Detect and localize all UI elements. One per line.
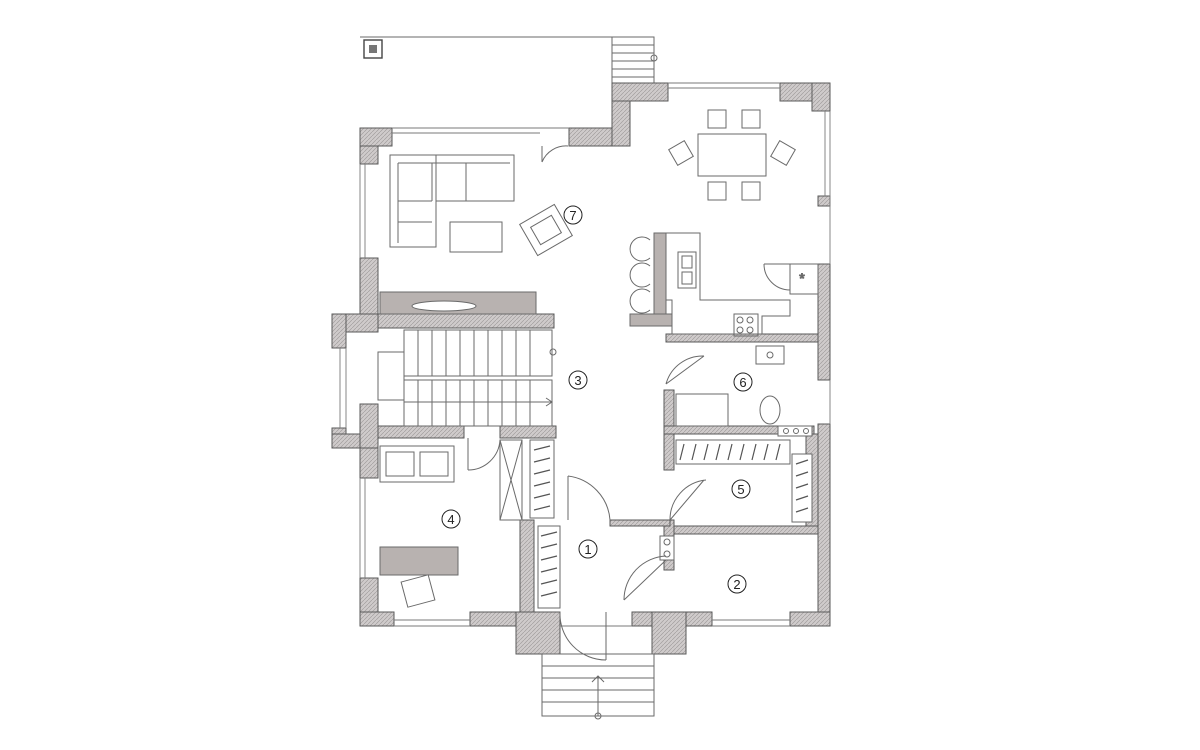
staircase (377, 329, 557, 427)
room-labels: 1 2 3 4 5 6 7 (441, 205, 753, 594)
room-label-5: 5 (731, 479, 751, 499)
shelf-unit (379, 291, 537, 315)
room-number-1: 1 (584, 542, 591, 557)
sofa (389, 154, 515, 253)
room-label-3: 3 (568, 370, 588, 390)
terrace (360, 36, 626, 129)
room-label-2: 2 (727, 574, 747, 594)
dining-set (668, 109, 796, 201)
window-lines (339, 82, 831, 627)
entrance-steps (541, 653, 655, 720)
room-number-2: 2 (733, 577, 740, 592)
armchair (518, 203, 574, 257)
room-number-7: 7 (569, 208, 576, 223)
bar-stools (629, 236, 651, 314)
terrace-steps (611, 36, 658, 84)
room-number-6: 6 (739, 375, 746, 390)
bathroom-fixtures (659, 345, 813, 561)
room-label-6: 6 (733, 372, 753, 392)
room-number-3: 3 (574, 373, 581, 388)
room-number-4: 4 (447, 512, 454, 527)
room-number-5: 5 (737, 482, 744, 497)
doors (467, 145, 794, 661)
room-label-7: 7 (563, 205, 583, 225)
kitchen-counter: * (629, 232, 819, 337)
office-furniture (379, 439, 523, 608)
svg-text:*: * (799, 270, 805, 286)
wardrobes (529, 439, 813, 609)
room-label-1: 1 (578, 539, 598, 559)
exterior-walls (331, 82, 831, 655)
room-label-4: 4 (441, 509, 461, 529)
